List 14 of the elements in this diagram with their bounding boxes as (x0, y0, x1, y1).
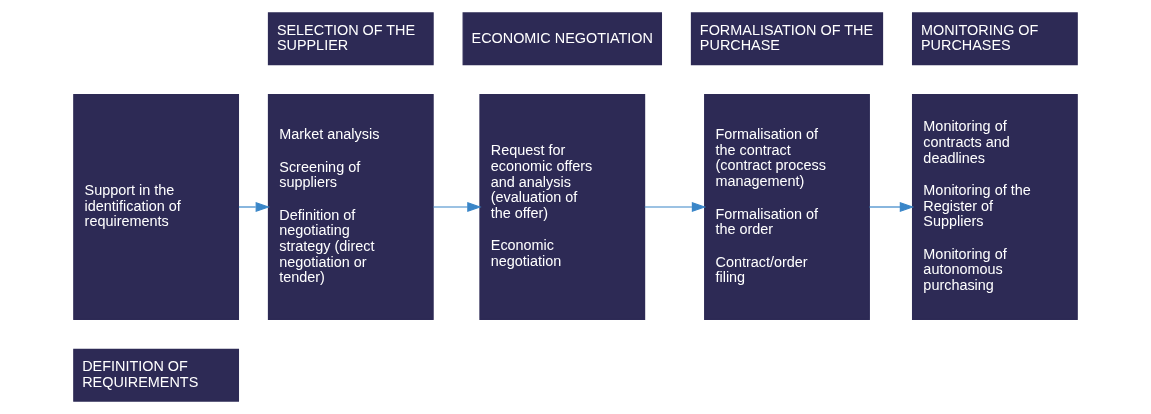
node-box: Market analysis Screening of suppliers Definition of negotiating strategy (direct negotiation or tender) (267, 94, 434, 320)
node-box: Request for economic offers and analysis (evaluation of the offer) Economic negotiation (479, 94, 646, 320)
node-box: FORMALISATION OF THE PURCHASE (690, 12, 884, 66)
node-box: Formalisation of the contract (contract process management) Formalisation of the order Contract/order filing (704, 94, 870, 320)
arrow (644, 201, 707, 213)
node-box: Support in the identification of requirements (73, 94, 240, 320)
node-box: MONITORING OF PURCHASES (911, 12, 1078, 66)
node-box: SELECTION OF THE SUPPLIER (267, 12, 434, 66)
node-box: Monitoring of contracts and deadlines Monitoring of the Register of Suppliers Monitoring of autonomous purchasing (911, 94, 1078, 320)
arrow (432, 201, 482, 213)
arrow (868, 201, 915, 213)
arrow (238, 201, 271, 213)
node-box: DEFINITION OF REQUIREMENTS (73, 348, 240, 402)
node-box: ECONOMIC NEGOTIATION (462, 12, 662, 66)
